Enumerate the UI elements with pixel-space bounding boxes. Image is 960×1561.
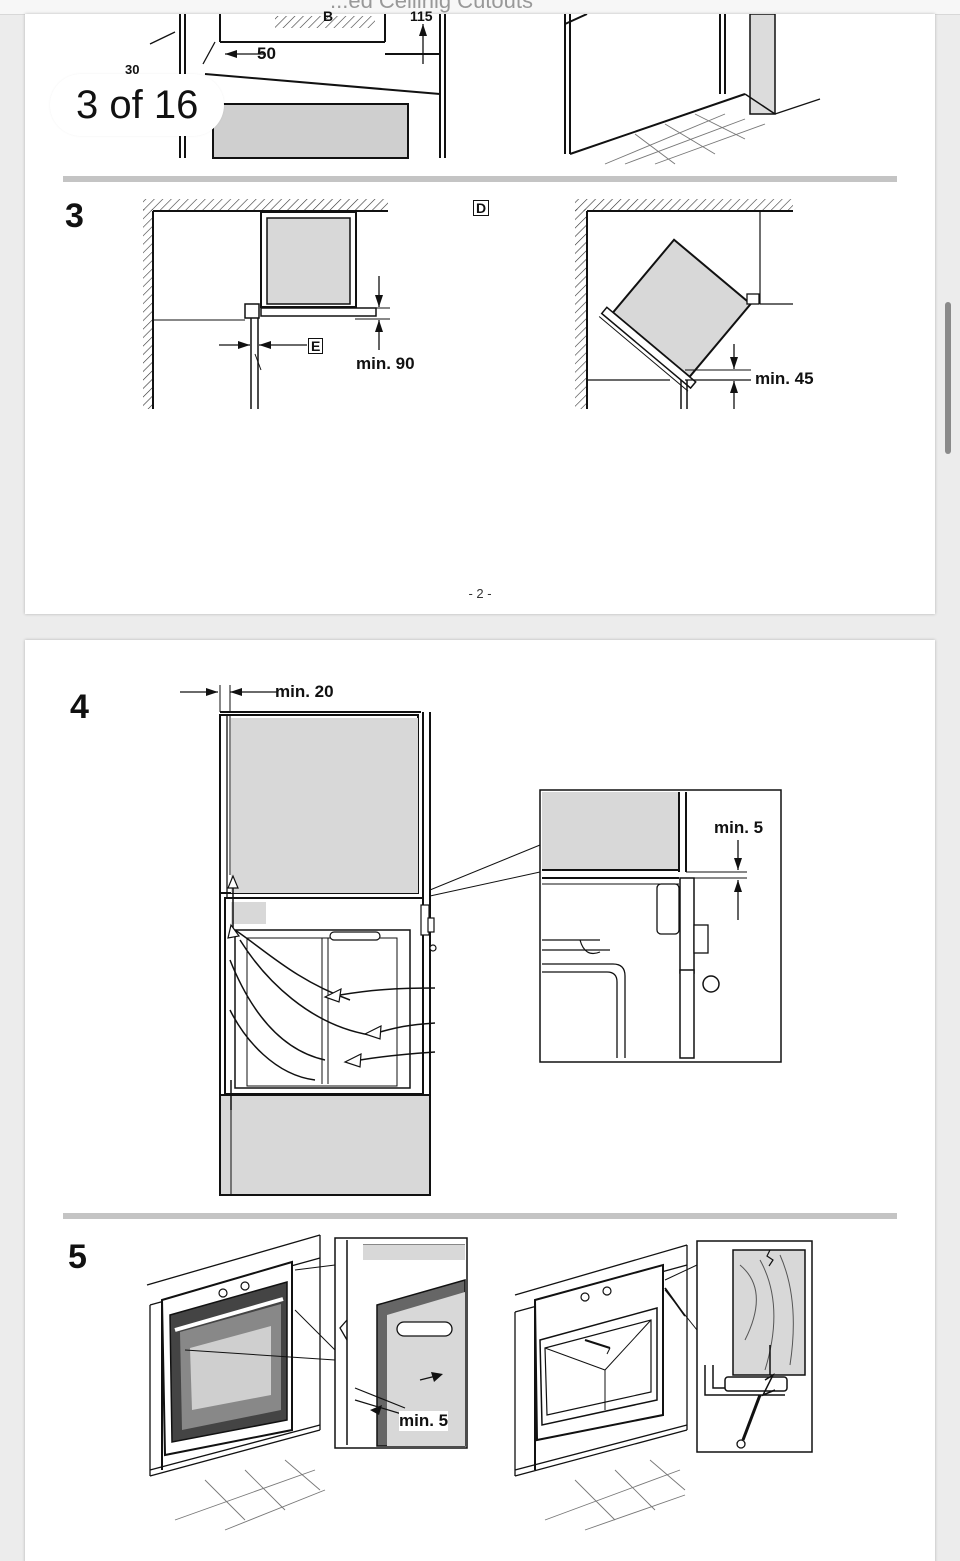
viewer-header: ...ed Ceilinig Cutouts (0, 0, 960, 15)
label-d: D (473, 200, 490, 216)
step4-detail-drawing (539, 789, 782, 1063)
step3-left-drawing (143, 199, 390, 409)
step5-right-detail (696, 1240, 813, 1453)
label-b: B (323, 8, 334, 24)
step-number-4: 4 (70, 688, 89, 726)
label-e: E (308, 338, 324, 354)
section-separator (63, 176, 897, 182)
dim-min-5-detail: min. 5 (714, 818, 764, 837)
step-number-5: 5 (68, 1238, 87, 1276)
dim-30-label: 30 (125, 62, 140, 77)
document-page-3: 4 min. 20 min. 5 5 min. 5 (25, 640, 935, 1561)
vertical-scrollbar[interactable] (945, 302, 951, 454)
installation-drawings-page-2 (63, 14, 897, 409)
section-separator-2 (63, 1213, 897, 1219)
dim-min-20: min. 20 (275, 682, 334, 701)
dim-115-label: 115 (410, 8, 433, 24)
page-counter-badge: 3 of 16 (50, 74, 225, 136)
step-number-3: 3 (65, 197, 84, 235)
dim-min-90: min. 90 (356, 354, 415, 373)
dim-min-5-step5: min. 5 (399, 1411, 449, 1431)
installation-drawings-page-3 (63, 685, 897, 1531)
step5-right-drawing (514, 1244, 698, 1531)
page-footer-number: - 2 - (468, 586, 492, 601)
dim-50-label: 50 (257, 44, 276, 63)
step4-cabinet-drawing (180, 685, 541, 1196)
step2-right-drawing (564, 14, 821, 165)
header-title-fragment: ...ed Ceilinig Cutouts (330, 0, 533, 13)
step3-right-drawing (575, 199, 793, 409)
step5-left-drawing (146, 1234, 336, 1531)
dim-min-45: min. 45 (755, 369, 814, 388)
page-counter-text: 3 of 16 (76, 83, 199, 127)
